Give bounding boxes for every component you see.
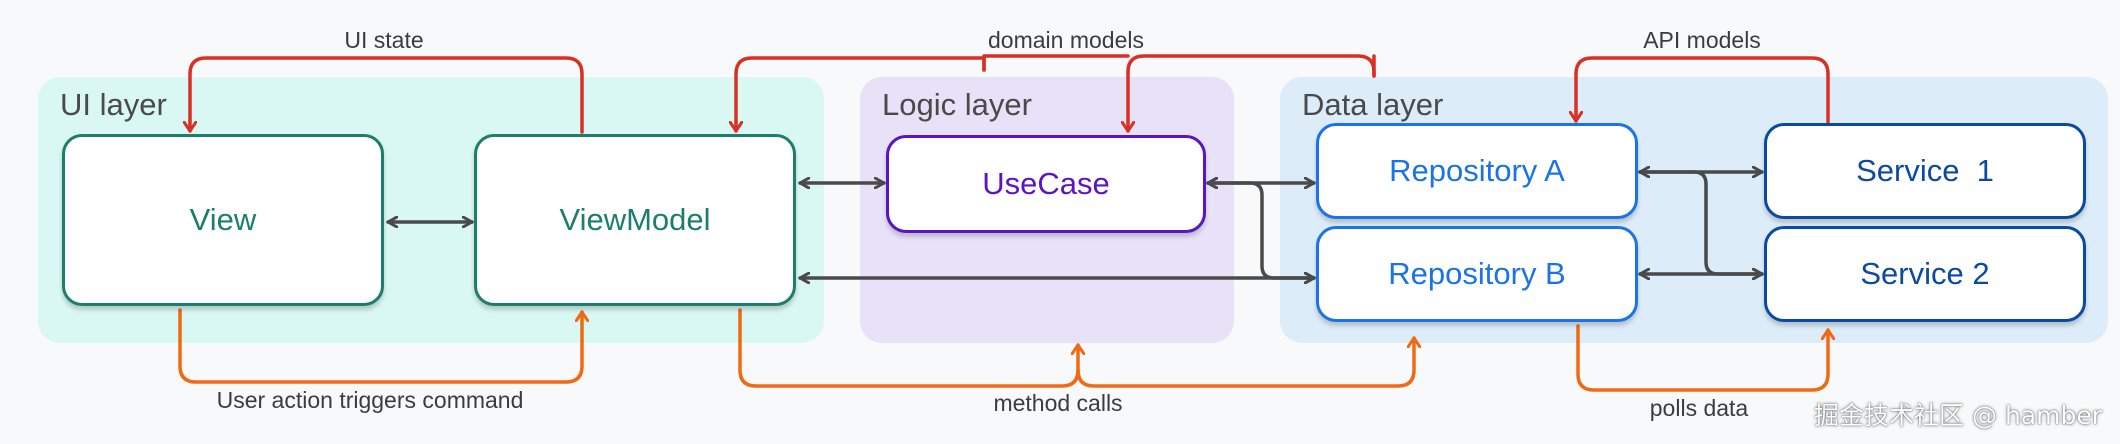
label-ui-state: UI state: [344, 27, 424, 53]
service-1-node-label: Service 1: [1856, 153, 1994, 188]
usecase-node-label: UseCase: [982, 166, 1110, 201]
repository-b-node-label: Repository B: [1388, 256, 1566, 291]
usecase-node[interactable]: UseCase: [886, 135, 1206, 233]
repository-a-node[interactable]: Repository A: [1316, 123, 1638, 219]
arrow-ui-state: [190, 56, 584, 134]
watermark: 掘金技术社区 @ hamber: [1814, 401, 2102, 430]
arrow-repository-a-service-2: [1638, 170, 1764, 274]
service-1-node[interactable]: Service 1: [1764, 123, 2086, 219]
arrow-method-calls-repository: [1076, 336, 1414, 388]
repository-b-node[interactable]: Repository B: [1316, 226, 1638, 322]
arrow-usecase-repository-b: [1206, 183, 1316, 278]
arrow-domain-models-viewmodel: [736, 56, 986, 131]
label-domain-models: domain models: [988, 27, 1144, 53]
label-method-calls: method calls: [993, 390, 1123, 416]
repository-a-node-label: Repository A: [1389, 153, 1565, 188]
arrow-user-action: [178, 308, 582, 384]
view-node[interactable]: View: [62, 134, 384, 306]
data-layer-title: Data layer: [1302, 87, 1444, 122]
arrow-domain-models-source: [982, 54, 1376, 78]
ui-layer-title: UI layer: [60, 87, 167, 122]
arrow-polls-data: [1576, 324, 1828, 392]
service-2-node[interactable]: Service 2: [1764, 226, 2086, 322]
arrow-method-calls-usecase: [738, 308, 1078, 388]
viewmodel-node-label: ViewModel: [559, 202, 711, 237]
arrow-domain-models-usecase: [1128, 54, 1376, 133]
logic-layer-title: Logic layer: [882, 87, 1032, 122]
view-node-label: View: [189, 202, 257, 237]
viewmodel-node[interactable]: ViewModel: [474, 134, 796, 306]
label-user-action: User action triggers command: [216, 387, 524, 413]
label-api-models: API models: [1643, 27, 1761, 53]
service-2-node-label: Service 2: [1860, 256, 1990, 291]
arrow-api-models: [1576, 56, 1830, 124]
label-polls-data: polls data: [1649, 395, 1749, 421]
